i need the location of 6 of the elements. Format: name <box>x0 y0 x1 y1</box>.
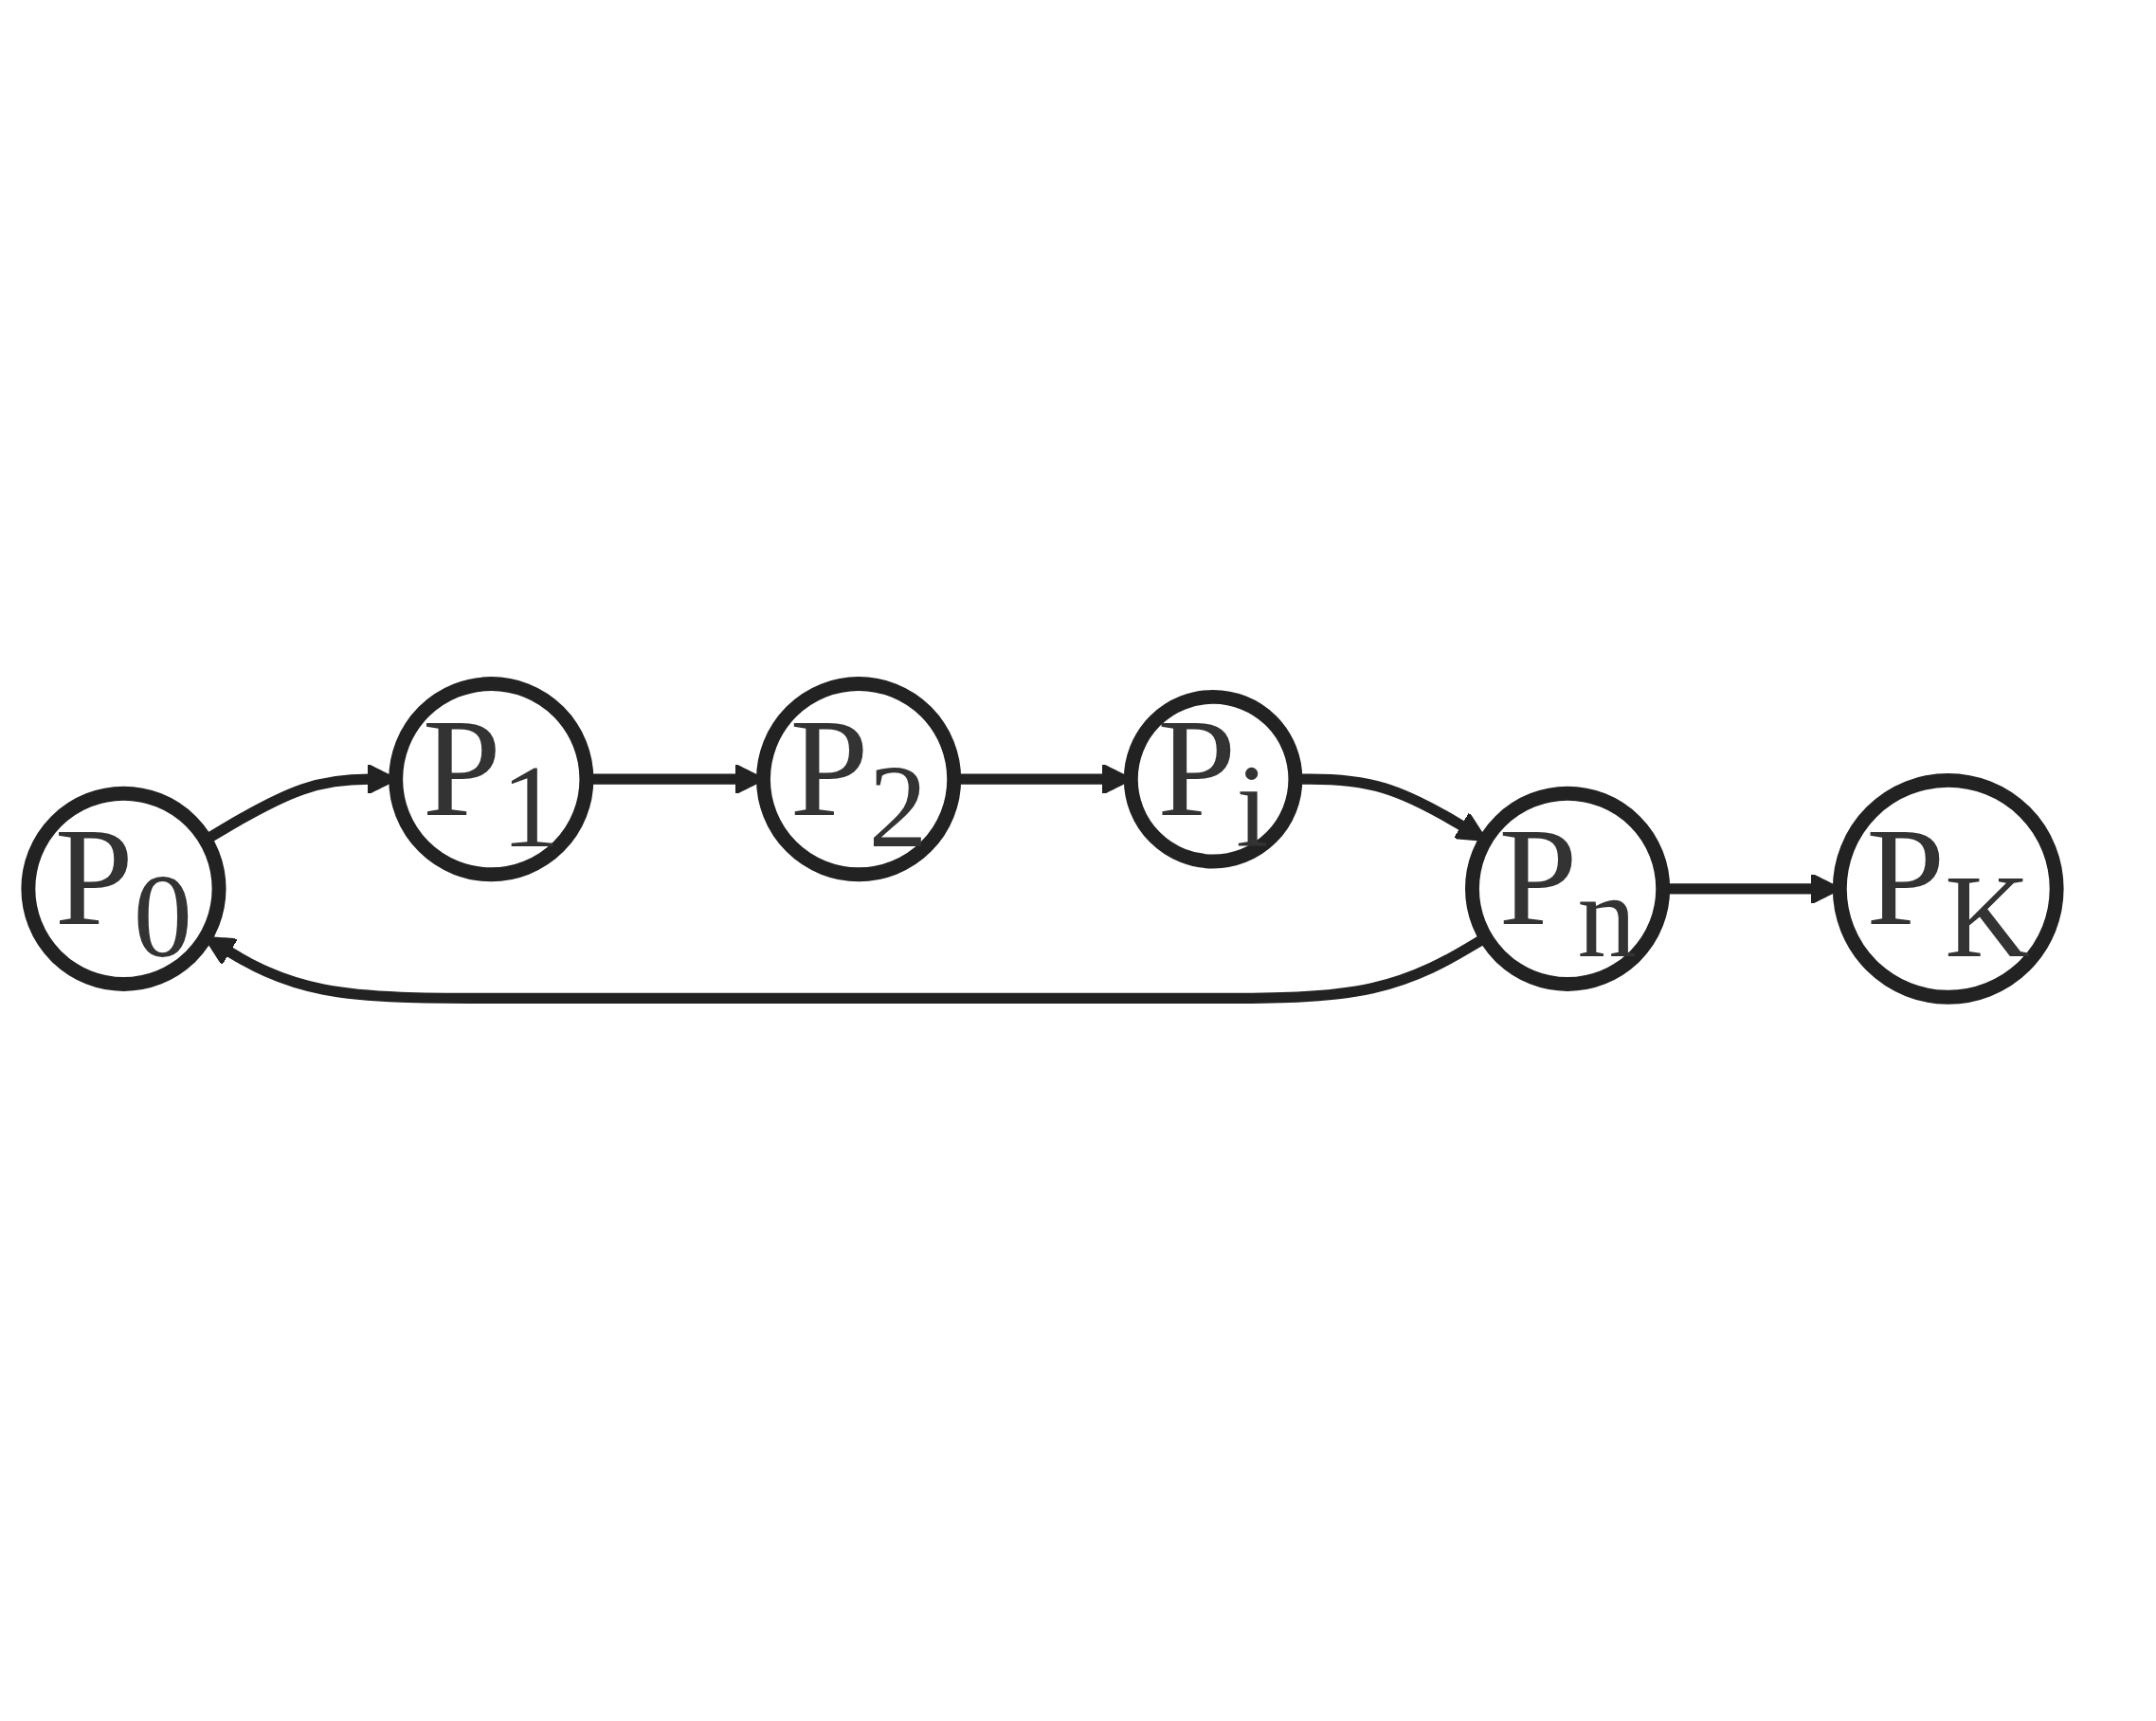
node-circle: P$_{n}$ <box>1465 786 1671 991</box>
node-circle: P$_{2}$ <box>756 677 962 882</box>
node-circle: P$_{i}$ <box>1123 689 1303 869</box>
node-circle: P$_{1}$ <box>389 677 594 882</box>
node-circle: P$_{0}$ <box>21 786 226 991</box>
node-circle: P$_{K}$ <box>1832 772 2064 1005</box>
